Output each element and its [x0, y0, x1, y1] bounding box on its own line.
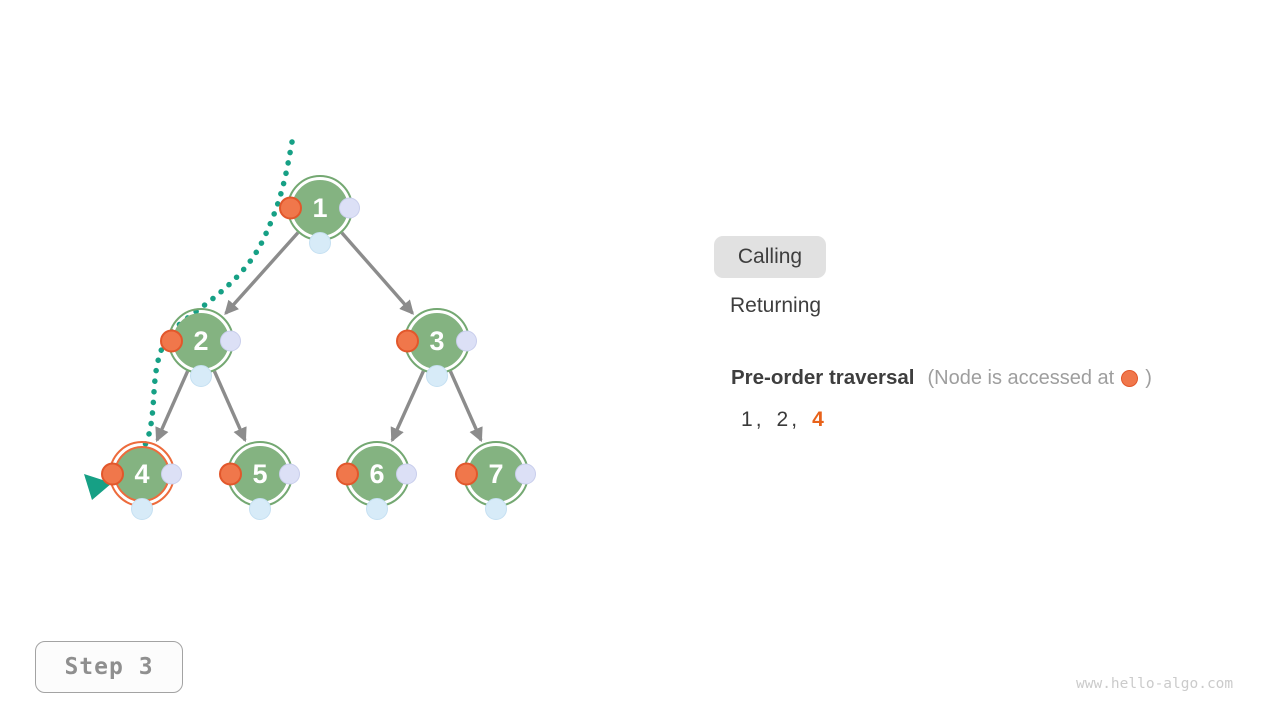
tree-node-label: 6	[369, 459, 385, 489]
tree-node-label: 2	[193, 326, 209, 356]
sequence-item-2: 2	[776, 408, 789, 431]
access-marker-legend-dot	[1121, 369, 1139, 387]
phase-calling-badge: Calling	[714, 236, 826, 278]
preorder-access-dot	[455, 462, 478, 486]
sequence-separator: ,	[791, 408, 798, 431]
tree-edge-1-2	[224, 231, 300, 316]
tree-node-label: 3	[429, 326, 445, 356]
postorder-access-dot	[456, 330, 477, 352]
tree-node-label: 1	[312, 193, 328, 223]
postorder-access-dot	[161, 463, 182, 485]
traversal-title: Pre-order traversal	[731, 366, 915, 389]
preorder-access-dot	[219, 462, 242, 486]
preorder-access-dot	[336, 462, 359, 486]
traversal-note-suffix: )	[1145, 366, 1152, 389]
tree-edges	[155, 231, 483, 443]
sequence-separator: ,	[755, 408, 762, 431]
inorder-access-dot	[309, 232, 331, 254]
tree-node-label: 5	[252, 459, 268, 489]
traversal-cursor-arrow	[84, 474, 112, 500]
traversal-note: (Node is accessed at )	[927, 367, 1151, 390]
tree-node-label: 4	[134, 459, 150, 489]
tree-node-6: 6	[336, 441, 417, 520]
traversal-heading: Pre-order traversal (Node is accessed at…	[731, 366, 1152, 390]
tree-edge-1-3	[340, 231, 414, 315]
postorder-access-dot	[339, 197, 360, 219]
tree-node-1: 1	[279, 175, 360, 254]
tree-node-7: 7	[455, 441, 536, 520]
tree-edge-2-4	[155, 370, 190, 443]
tree-edge-3-7	[448, 370, 483, 443]
postorder-access-dot	[279, 463, 300, 485]
preorder-access-dot	[396, 329, 419, 353]
preorder-access-dot	[160, 329, 183, 353]
phase-returning-label: Returning	[730, 294, 822, 317]
traversal-note-prefix: (Node is accessed at	[927, 366, 1115, 389]
inorder-access-dot	[366, 498, 388, 520]
preorder-access-dot	[279, 196, 302, 220]
tree-node-4: 4	[101, 441, 182, 520]
watermark: www.hello-algo.com	[1076, 676, 1234, 692]
postorder-access-dot	[515, 463, 536, 485]
sequence-item-4: 4	[812, 408, 824, 431]
postorder-access-dot	[220, 330, 241, 352]
postorder-access-dot	[396, 463, 417, 485]
preorder-access-dot	[101, 462, 124, 486]
tree-node-3: 3	[396, 308, 477, 387]
inorder-access-dot	[485, 498, 507, 520]
tree-node-label: 7	[488, 459, 504, 489]
tree-node-5: 5	[219, 441, 300, 520]
tree-edge-2-5	[212, 370, 247, 443]
step-indicator: Step 3	[35, 641, 183, 693]
inorder-access-dot	[131, 498, 153, 520]
inorder-access-dot	[426, 365, 448, 387]
inorder-access-dot	[249, 498, 271, 520]
tree-edge-3-6	[390, 370, 425, 443]
traversal-sequence: 1,2,4	[741, 408, 824, 432]
sequence-item-1: 1	[741, 408, 753, 431]
inorder-access-dot	[190, 365, 212, 387]
tree-node-2: 2	[160, 308, 241, 387]
